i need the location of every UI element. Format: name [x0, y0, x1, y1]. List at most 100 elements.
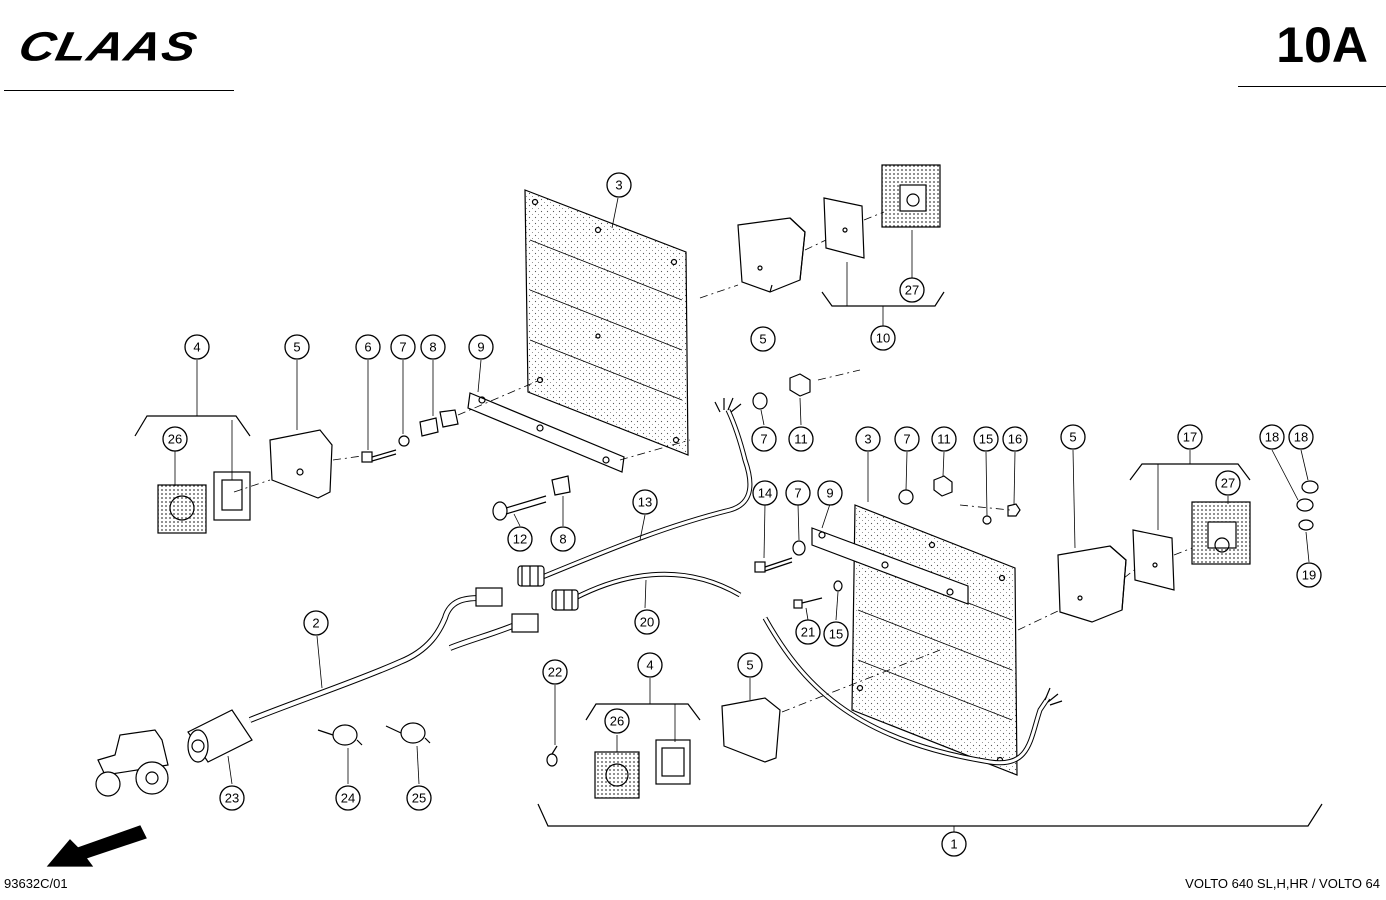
bracket-1 [537, 803, 1323, 827]
callout-4: 4 [184, 334, 210, 360]
svg-text:25: 25 [412, 791, 426, 806]
callout-21: 21 [795, 619, 821, 645]
svg-text:14: 14 [758, 486, 772, 501]
svg-text:5: 5 [1069, 430, 1076, 445]
warning-plate-bottom [851, 504, 1018, 776]
callout-5: 5 [737, 652, 763, 678]
svg-text:26: 26 [168, 432, 182, 447]
washer-14 [792, 540, 806, 556]
svg-text:4: 4 [646, 658, 653, 673]
tractor-icon [95, 729, 169, 797]
svg-text:7: 7 [760, 432, 767, 447]
svg-text:18: 18 [1265, 430, 1279, 445]
svg-text:18: 18 [1294, 430, 1308, 445]
svg-text:9: 9 [826, 486, 833, 501]
callout-8: 8 [550, 526, 576, 552]
svg-text:2: 2 [312, 616, 319, 631]
callout-10: 10 [870, 325, 896, 351]
model-label: VOLTO 640 SL,H,HR / VOLTO 64 [1185, 876, 1380, 891]
lamp-lens-right [1191, 501, 1251, 565]
callout-26: 26 [604, 708, 630, 734]
warning-plate-top [524, 189, 689, 456]
callout-5: 5 [750, 326, 776, 352]
svg-text:9: 9 [477, 340, 484, 355]
clip-nut-left [419, 417, 439, 437]
svg-text:4: 4 [193, 340, 200, 355]
callout-25: 25 [406, 785, 432, 811]
header-rule-left [4, 90, 234, 91]
callout-15: 15 [823, 621, 849, 647]
callout-15: 15 [973, 426, 999, 452]
bulb-19 [1298, 519, 1314, 531]
callout-5: 5 [1060, 424, 1086, 450]
callout-22: 22 [542, 659, 568, 685]
svg-text:13: 13 [638, 495, 652, 510]
screw-22 [546, 745, 558, 767]
direction-arrow-icon [46, 825, 147, 867]
callout-9: 9 [817, 480, 843, 506]
callout-14: 14 [752, 480, 778, 506]
callout-17: 17 [1177, 424, 1203, 450]
lamp-housing-bottom-left [721, 697, 781, 763]
bolt-12 [492, 495, 547, 521]
callout-16: 16 [1002, 426, 1028, 452]
svg-text:27: 27 [905, 283, 919, 298]
svg-text:23: 23 [225, 791, 239, 806]
svg-text:5: 5 [746, 658, 753, 673]
callout-27: 27 [1215, 470, 1241, 496]
svg-text:12: 12 [513, 532, 527, 547]
callout-11: 11 [788, 426, 814, 452]
cable-20 [573, 571, 1063, 766]
lamp-frame-right [1132, 529, 1175, 591]
svg-text:17: 17 [1183, 430, 1197, 445]
svg-text:8: 8 [429, 340, 436, 355]
bolt-left [361, 449, 397, 463]
callout-7: 7 [894, 426, 920, 452]
svg-text:20: 20 [640, 615, 654, 630]
svg-text:11: 11 [937, 432, 951, 447]
page-number: 10A [1276, 17, 1368, 73]
svg-text:7: 7 [399, 340, 406, 355]
svg-text:5: 5 [759, 332, 766, 347]
svg-text:6: 6 [364, 340, 371, 355]
callout-1: 1 [941, 831, 967, 857]
connector-20 [551, 589, 579, 611]
clip-nut-8 [551, 475, 571, 496]
callout-11: 11 [931, 426, 957, 452]
plug-a [475, 587, 503, 607]
connector-13 [517, 565, 545, 587]
svg-text:10: 10 [876, 331, 890, 346]
cable-tie-24 [317, 724, 363, 746]
svg-text:5: 5 [293, 340, 300, 355]
svg-text:21: 21 [801, 625, 815, 640]
svg-text:3: 3 [864, 432, 871, 447]
drawing-code: 93632C/01 [4, 876, 68, 891]
svg-text:22: 22 [548, 665, 562, 680]
callout-9: 9 [468, 334, 494, 360]
callout-7: 7 [785, 480, 811, 506]
callout-6: 6 [355, 334, 381, 360]
lamp-frame-bottom [655, 739, 691, 785]
callout-3: 3 [606, 172, 632, 198]
bulb-18a [1301, 480, 1319, 494]
lamp-frame-top-right [823, 197, 865, 259]
callout-18: 18 [1288, 424, 1314, 450]
lamp-housing-left [269, 429, 333, 499]
svg-text:27: 27 [1221, 476, 1235, 491]
svg-text:15: 15 [979, 432, 993, 447]
callout-7: 7 [390, 334, 416, 360]
header-rule-right [1238, 86, 1386, 87]
lamp-housing-top-right [737, 217, 806, 293]
screw-21 [793, 597, 823, 609]
svg-text:3: 3 [615, 178, 622, 193]
mounting-strip-top [467, 392, 625, 473]
callout-26: 26 [162, 426, 188, 452]
svg-text:19: 19 [1302, 568, 1316, 583]
nut-16 [1007, 503, 1021, 517]
bulb-18b [1296, 498, 1314, 512]
callout-3: 3 [855, 426, 881, 452]
callout-23: 23 [219, 785, 245, 811]
washer-left [398, 435, 410, 447]
